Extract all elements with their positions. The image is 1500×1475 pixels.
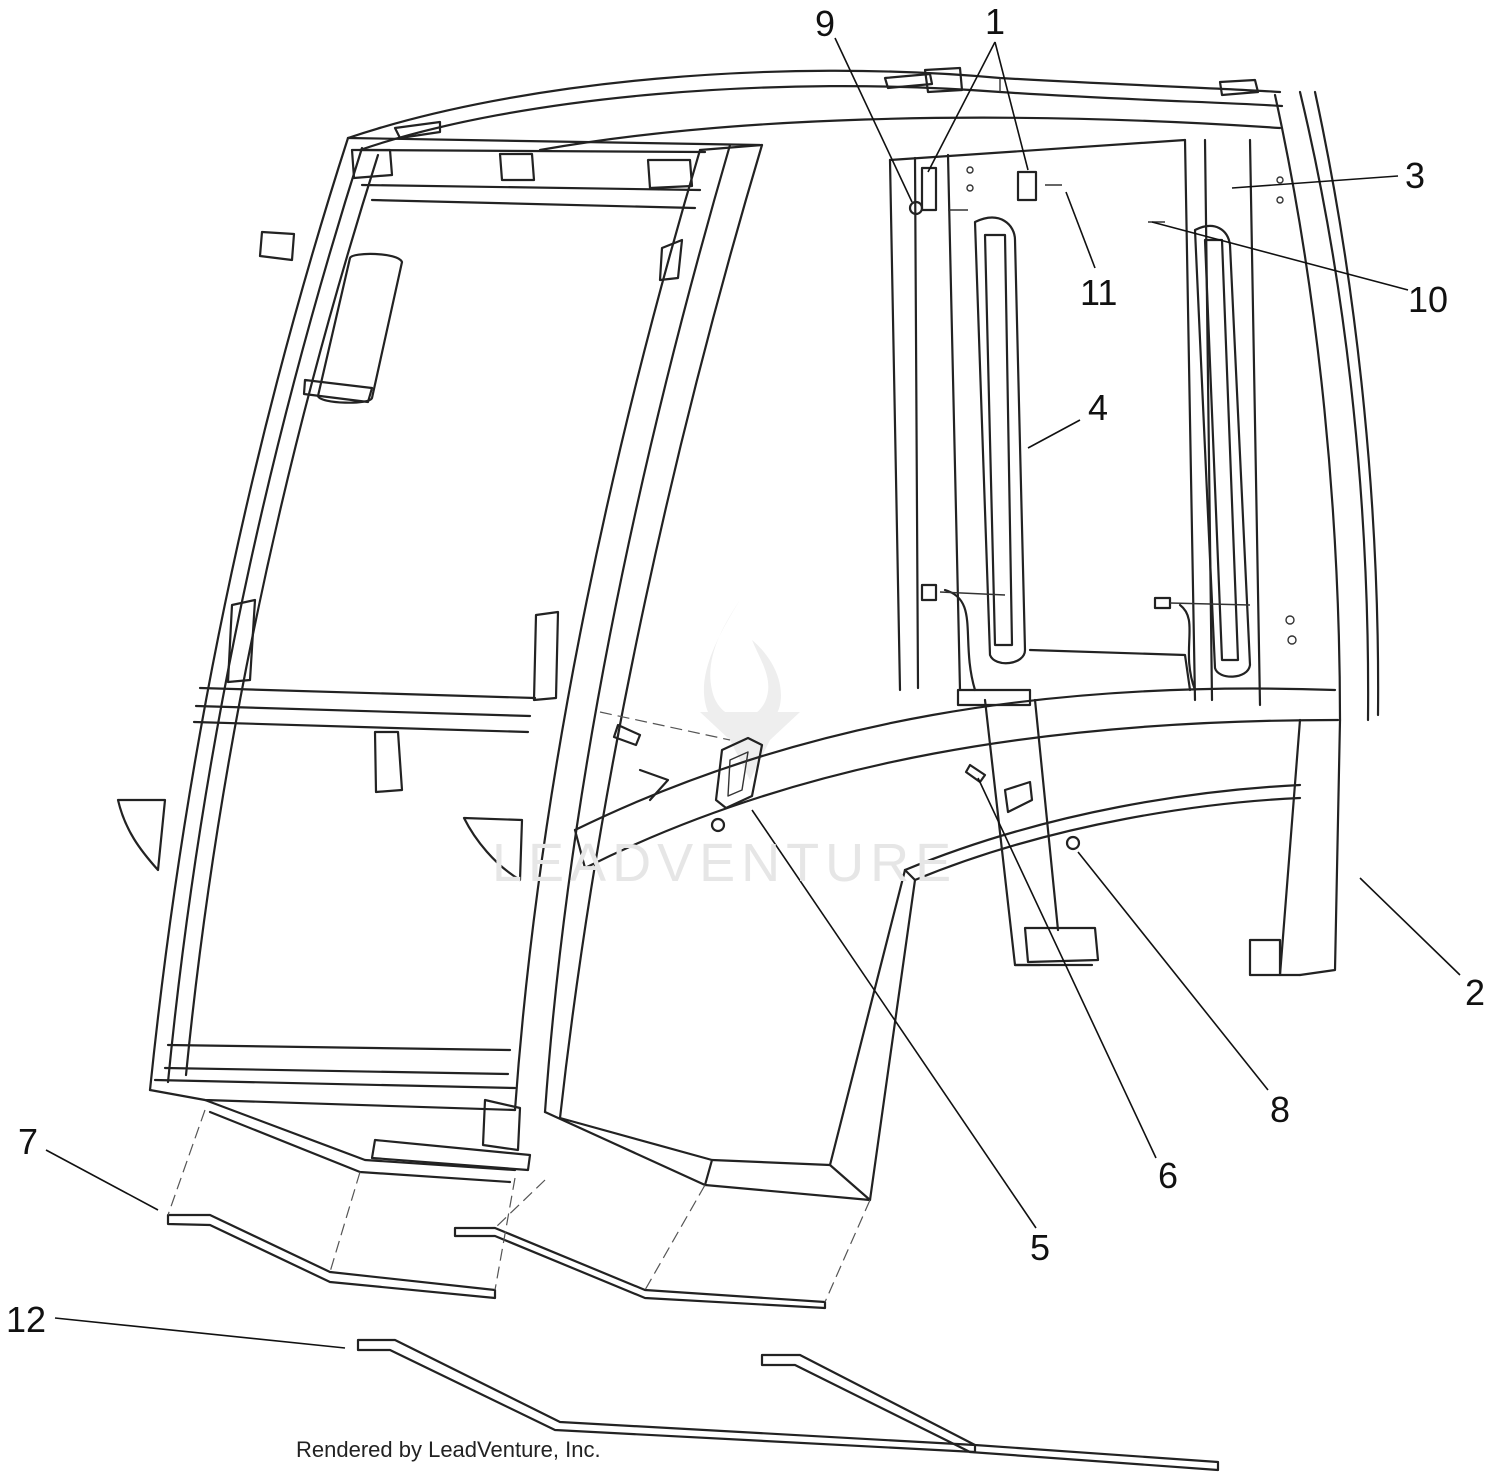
- door-seal-right: [1178, 224, 1252, 692]
- callout-7: 7: [18, 1121, 39, 1162]
- callout-11: 11: [1080, 272, 1118, 313]
- leader-lines: [45, 37, 1461, 1349]
- callout-12: 12: [6, 1299, 47, 1340]
- watermark-text: LEADVENTURE: [492, 833, 958, 893]
- render-credit: Rendered by LeadVenture, Inc.: [296, 1437, 601, 1462]
- roof-panel: [346, 66, 1284, 152]
- callout-4: 4: [1088, 387, 1109, 428]
- callout-8: 8: [1270, 1089, 1291, 1130]
- front-window-frame: [116, 136, 762, 1112]
- callout-3: 3: [1405, 155, 1426, 196]
- side-rail-arc: [543, 687, 1340, 1202]
- bottom-seal-strips: [356, 1338, 1220, 1472]
- door-seal-left: [943, 216, 1027, 692]
- step-trim: [203, 1098, 532, 1184]
- callout-6: 6: [1158, 1155, 1179, 1196]
- callout-1: 1: [985, 1, 1006, 42]
- callout-2: 2: [1465, 972, 1486, 1013]
- rear-frame: [888, 90, 1380, 977]
- callout-10: 10: [1408, 279, 1449, 320]
- callout-9: 9: [815, 3, 836, 44]
- a-pillar: [513, 143, 764, 1120]
- latch-striker: [599, 711, 764, 833]
- hinge-lower: [920, 583, 1251, 610]
- lower-seal-strips: [166, 1109, 871, 1310]
- bolt-and-bracket: [964, 763, 1081, 851]
- hinge-upper: [908, 166, 1165, 223]
- callout-5: 5: [1030, 1227, 1051, 1268]
- leadventure-logo-watermark: [700, 600, 800, 780]
